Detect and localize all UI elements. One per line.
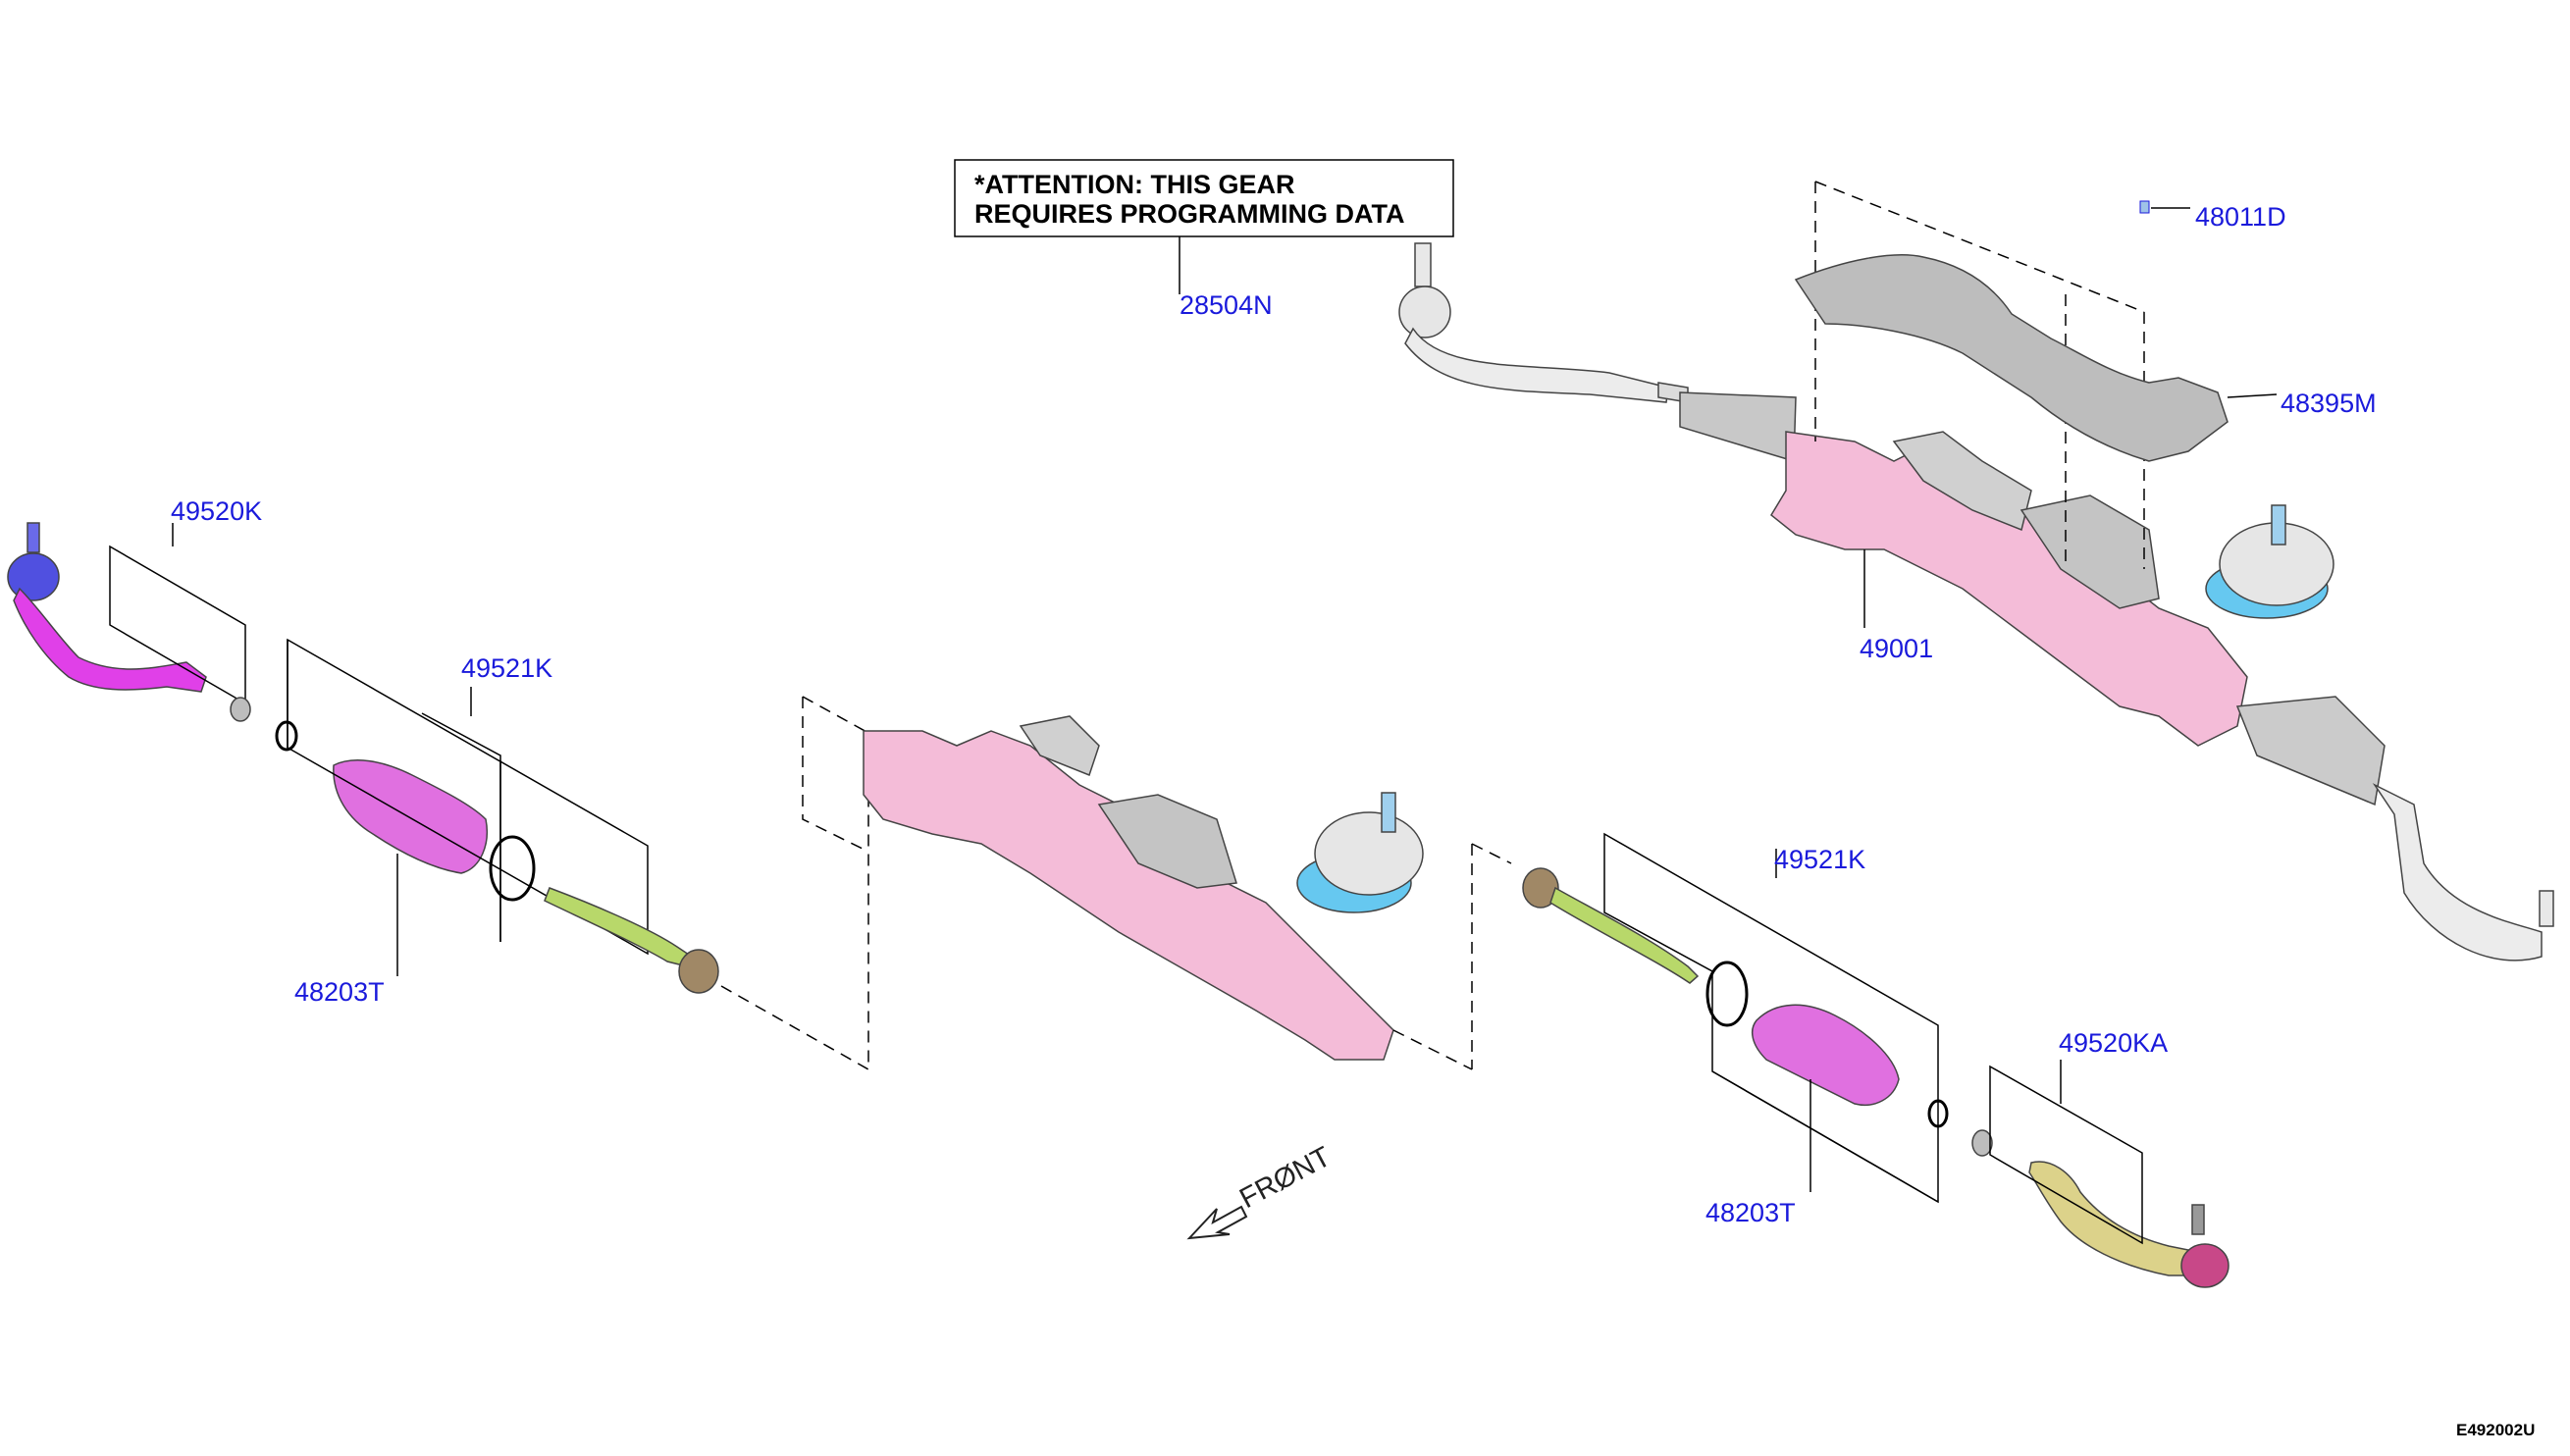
front-label: FRØNT	[1234, 1141, 1336, 1215]
inner-tie-rod-joint-left	[678, 949, 719, 994]
callout-48203T-left[interactable]: 48203T	[294, 977, 385, 1007]
attention-note: *ATTENTION: THIS GEAR REQUIRES PROGRAMMI…	[954, 159, 1454, 320]
left-exploded-parts: 49520K 49521K 48203T	[7, 496, 869, 1070]
ring-left	[489, 835, 536, 902]
callout-49520KA[interactable]: 49520KA	[2059, 1028, 2168, 1058]
clamp-left	[275, 720, 298, 752]
outer-tie-rod-end-right	[2028, 1161, 2229, 1288]
rack-assembly-upper: 49001	[1398, 242, 2554, 962]
attention-note-line1: *ATTENTION: THIS GEAR	[974, 170, 1295, 199]
callout-48203T-right[interactable]: 48203T	[1705, 1198, 1796, 1227]
inner-tie-rod-joint-right	[1522, 867, 1559, 909]
callout-48395M[interactable]: 48395M	[2281, 389, 2377, 418]
right-exploded-parts: 49521K 48203T 49520KA	[1471, 832, 2229, 1288]
front-arrow-icon	[1186, 1205, 1248, 1240]
inner-tie-rod-left	[544, 887, 693, 967]
diagram-code: E492002U	[2456, 1421, 2535, 1439]
outer-tie-rod-upper-left	[1398, 242, 1669, 403]
bellows-upper-right	[2235, 696, 2386, 806]
callout-28504N[interactable]: 28504N	[1180, 290, 1273, 320]
pinion-housing-center	[1296, 792, 1424, 913]
heat-shield	[1794, 254, 2229, 462]
inner-tie-rod-right	[1549, 886, 1700, 984]
nut-left	[230, 697, 251, 722]
nut-right	[1971, 1129, 1993, 1157]
callout-49001[interactable]: 49001	[1860, 634, 1933, 663]
bellows-upper-left	[1679, 391, 1797, 463]
clip-48011D	[2139, 200, 2150, 214]
leader-frame-49520KA	[1989, 1065, 2143, 1245]
callout-49521K-right[interactable]: 49521K	[1774, 845, 1865, 874]
heat-shield-group: 48395M 48011D	[1794, 181, 2377, 569]
motor-upper	[2019, 494, 2160, 609]
rack-housing-center	[863, 730, 1394, 1061]
rack-assembly-center	[802, 696, 1473, 1070]
callout-48011D[interactable]: 48011D	[2195, 202, 2286, 232]
callout-49521K-left[interactable]: 49521K	[461, 653, 552, 683]
outer-tie-rod-upper-right	[2372, 783, 2543, 962]
pinion-housing-upper	[2205, 504, 2334, 619]
outer-tie-rod-end-left	[7, 522, 207, 693]
attention-note-line2: REQUIRES PROGRAMMING DATA	[974, 199, 1405, 229]
boot-left	[333, 759, 488, 874]
ring-right	[1705, 961, 1749, 1027]
callout-49520K[interactable]: 49520K	[171, 496, 262, 526]
motor-center	[1097, 794, 1237, 889]
boot-right	[1751, 1004, 1900, 1106]
front-indicator: FRØNT	[1186, 1141, 1337, 1240]
